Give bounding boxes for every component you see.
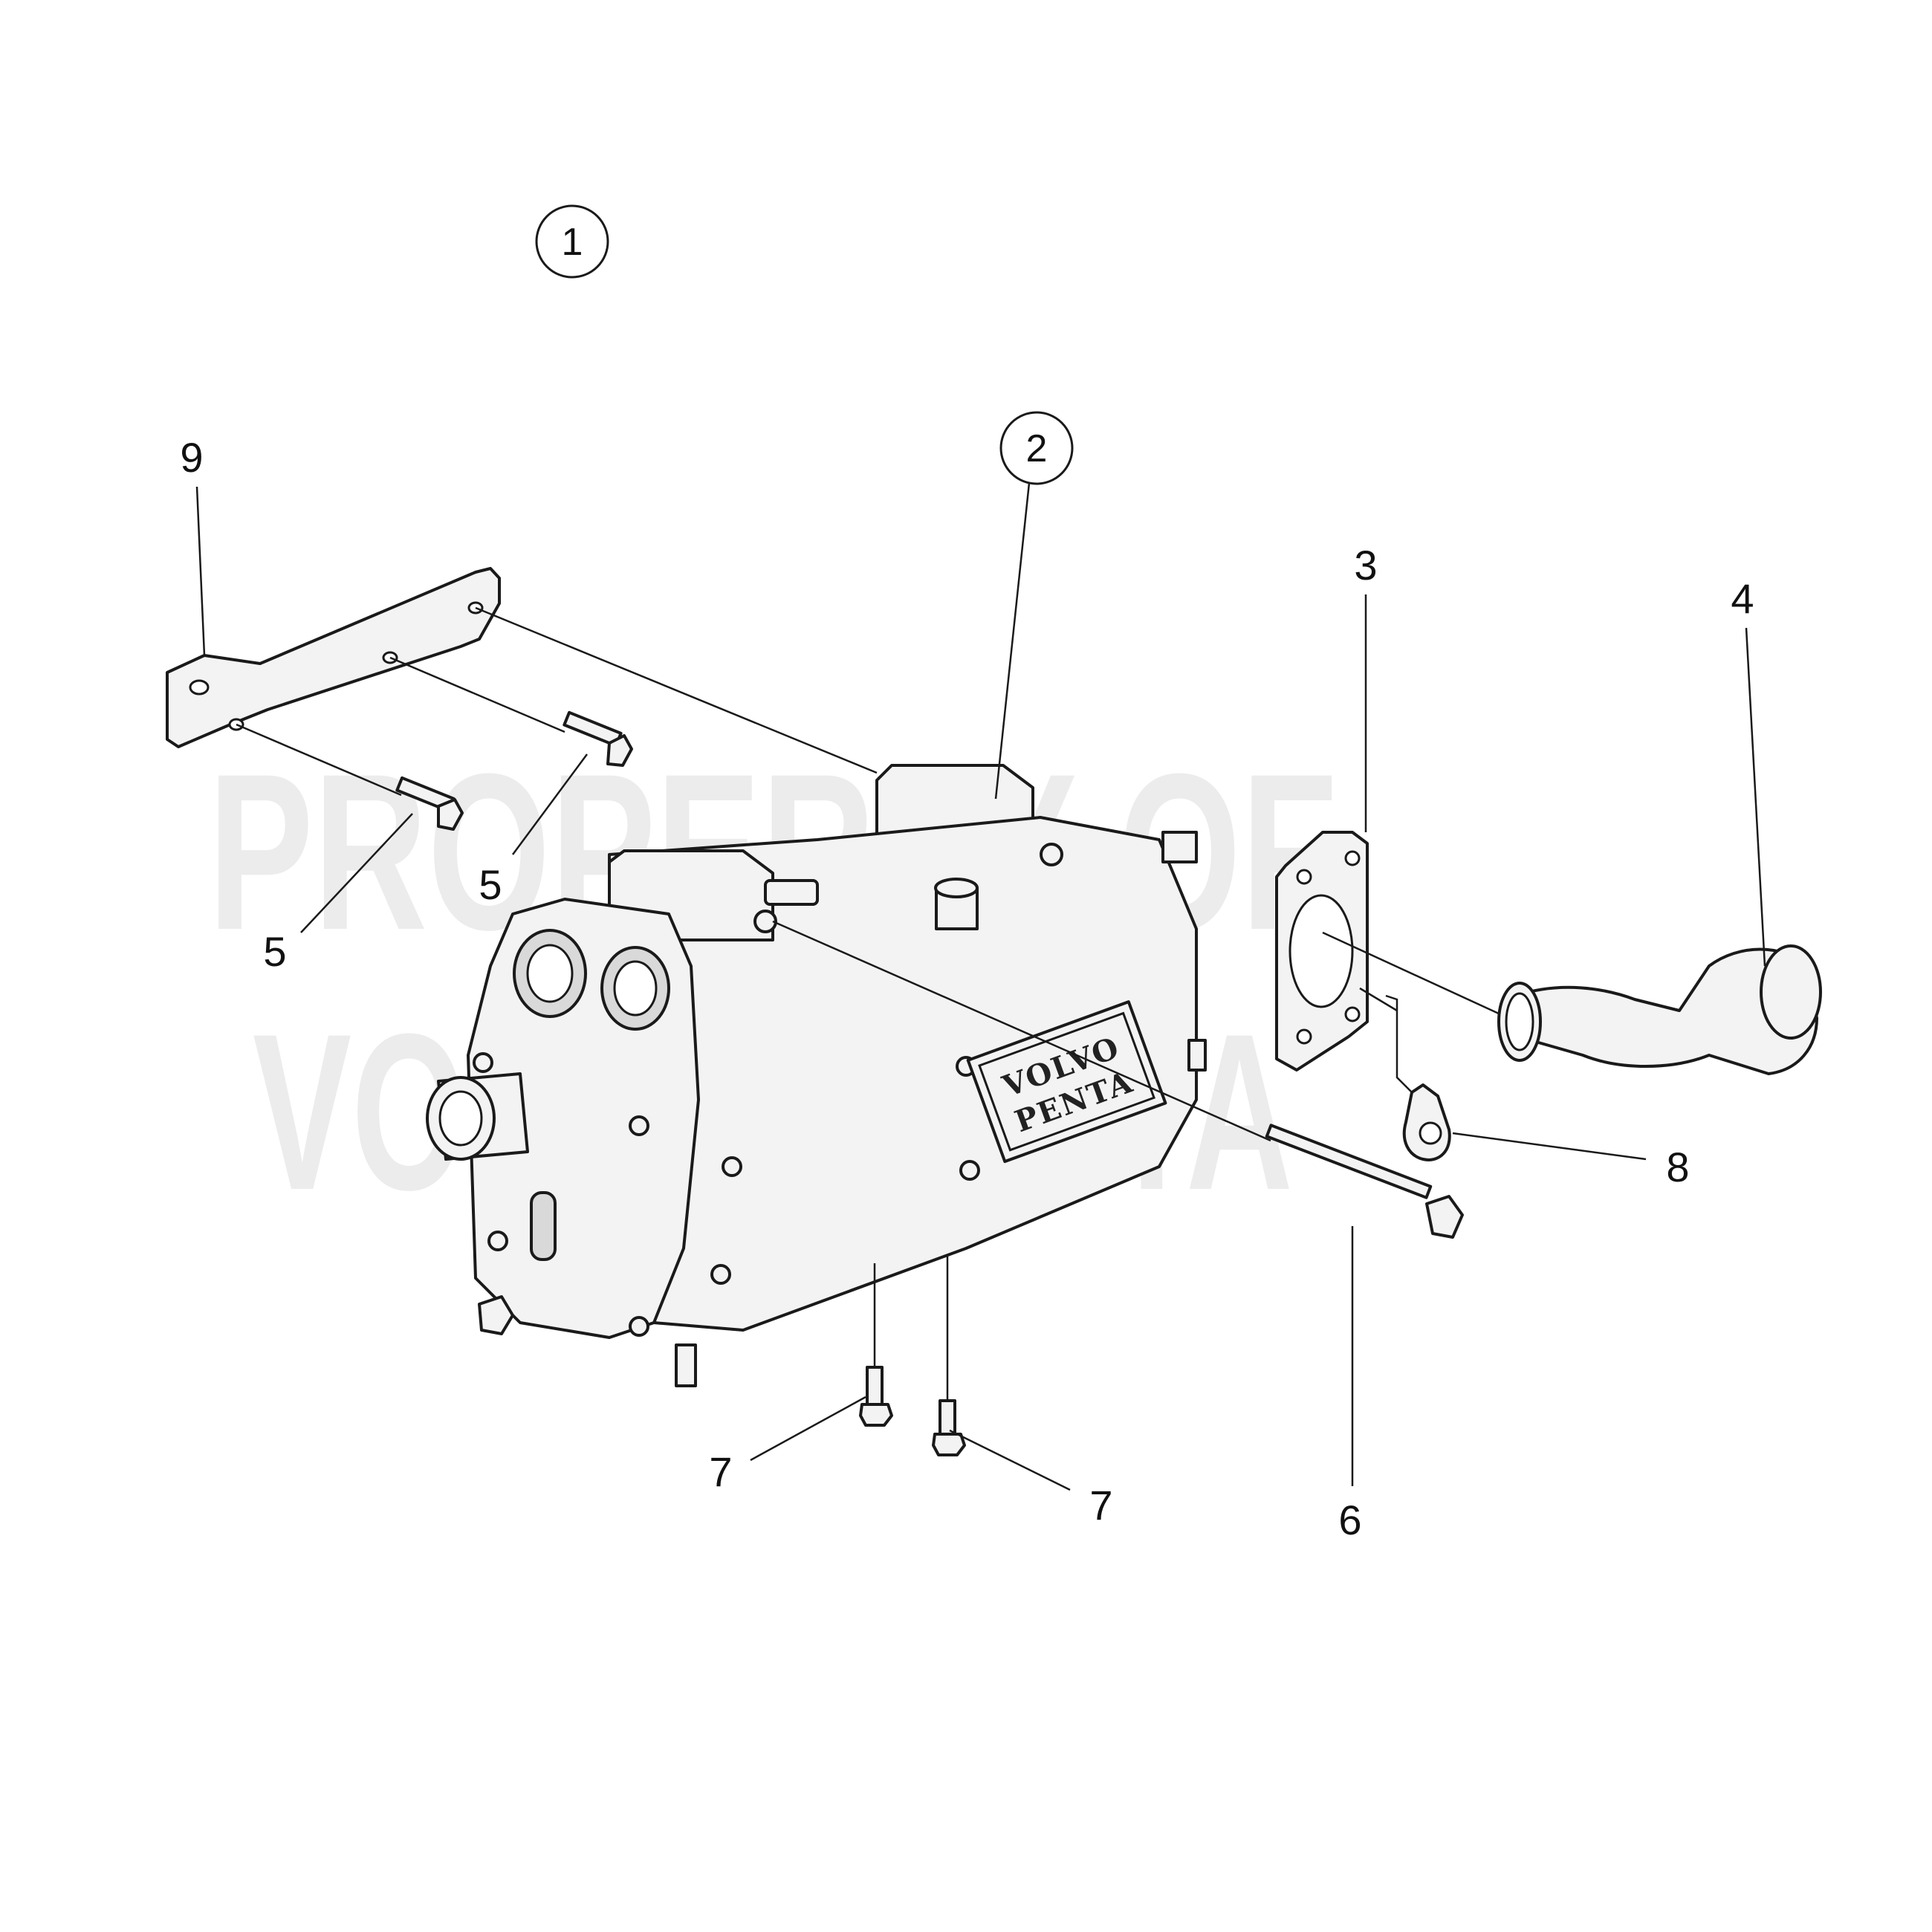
callout-7: 7 [1089,1482,1112,1529]
assembly-ref-1: 1 [535,204,609,279]
callout-3: 3 [1354,542,1377,589]
assembly-ref-1-label: 1 [562,221,583,264]
alignment-line [772,920,1271,1142]
part-3-gasket [1275,831,1369,1072]
part-2-heat-exchanger [426,764,1207,1387]
assembly-ref-2-label: 2 [1026,427,1048,470]
alignment-line [236,723,402,797]
part-6-long-bolt [1265,1124,1464,1239]
callout-4: 4 [1731,575,1754,622]
part-7-bolt [859,1366,893,1427]
callouts: 9 5 5 3 4 8 6 7 7 [180,434,1754,1543]
volvo-penta-badge: VOLVO PENTA [966,1000,1167,1164]
leader-lines [195,482,1766,1491]
assembly-ref-2: 2 [999,411,1074,485]
part-4-elbow-hose [1497,944,1822,1075]
part-5-bolt [395,776,464,831]
alignment-line [1322,931,1509,1020]
callout-5: 5 [263,928,286,975]
alignment-line [389,656,565,733]
part-5-bolt [563,710,633,767]
alignment-line [1385,994,1413,1093]
part-7-bolt [932,1399,966,1456]
part-9-bracket [166,567,501,748]
callout-5: 5 [479,861,502,908]
part-8-clamp [1402,1083,1451,1161]
callout-7: 7 [709,1448,732,1495]
callout-9: 9 [180,434,203,481]
callout-8: 8 [1666,1144,1689,1190]
alignment-line [1359,987,1398,1012]
callout-6: 6 [1338,1497,1361,1543]
alignment-line [475,606,878,774]
